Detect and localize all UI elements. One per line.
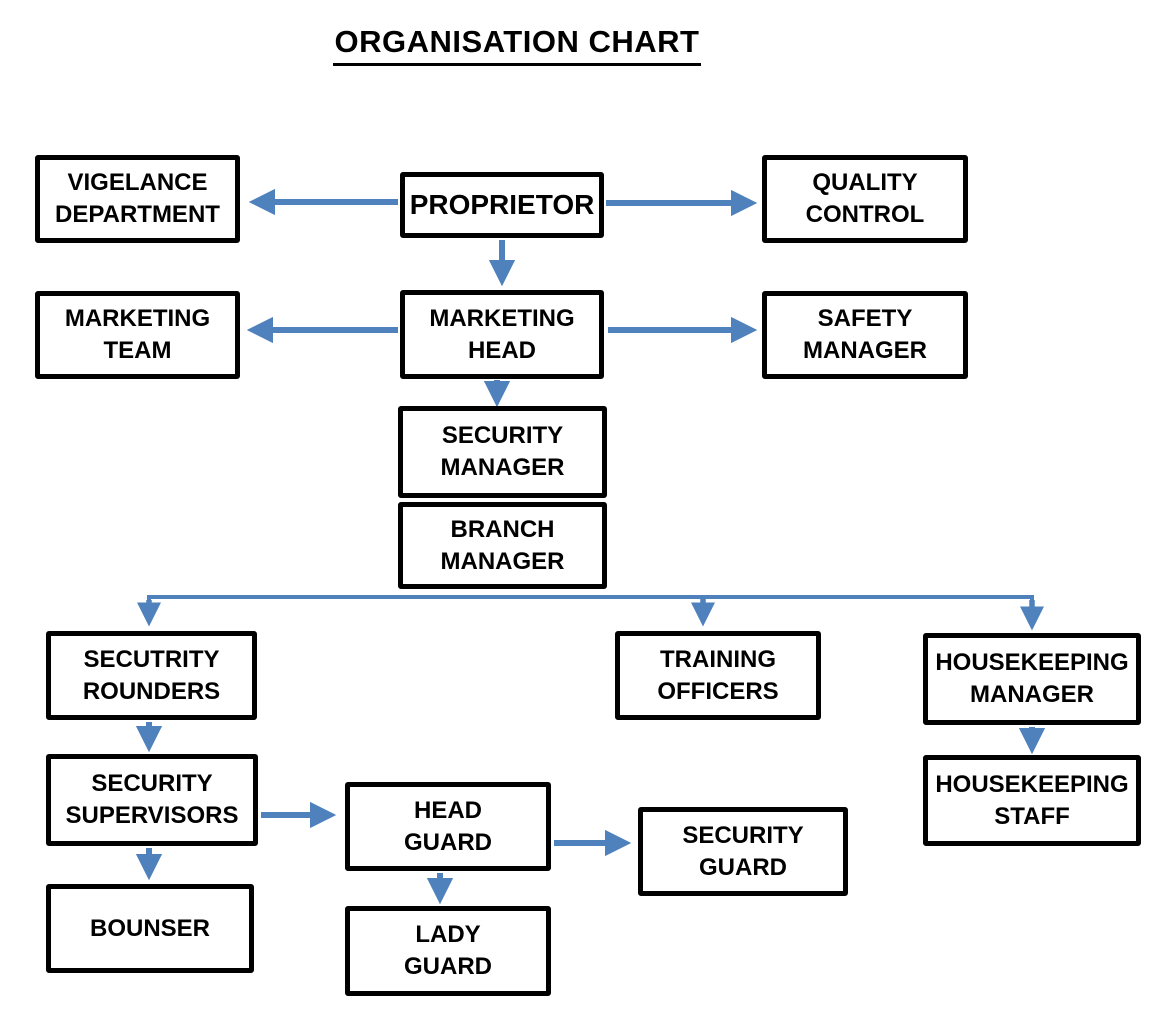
- chart-title-wrap: ORGANISATION CHART: [0, 24, 1034, 66]
- node-housekeeping-staff: HOUSEKEEPING STAFF: [923, 755, 1141, 846]
- node-proprietor: PROPRIETOR: [400, 172, 604, 238]
- node-secutrity-rounders: SECUTRITY ROUNDERS: [46, 631, 257, 720]
- node-quality-control: QUALITY CONTROL: [762, 155, 968, 243]
- node-head-guard: HEAD GUARD: [345, 782, 551, 871]
- node-housekeeping-manager: HOUSEKEEPING MANAGER: [923, 633, 1141, 725]
- node-security-supervisors: SECURITY SUPERVISORS: [46, 754, 258, 846]
- node-lady-guard: LADY GUARD: [345, 906, 551, 996]
- node-security-manager: SECURITY MANAGER: [398, 406, 607, 498]
- node-marketing-head: MARKETING HEAD: [400, 290, 604, 379]
- connector-branch-manager-span: [147, 595, 1034, 618]
- node-marketing-team: MARKETING TEAM: [35, 291, 240, 379]
- node-vigelance-department: VIGELANCE DEPARTMENT: [35, 155, 240, 243]
- node-bounser: BOUNSER: [46, 884, 254, 973]
- chart-title: ORGANISATION CHART: [332, 24, 702, 66]
- node-branch-manager: BRANCH MANAGER: [398, 502, 607, 589]
- node-safety-manager: SAFETY MANAGER: [762, 291, 968, 379]
- node-security-guard: SECURITY GUARD: [638, 807, 848, 896]
- node-training-officers: TRAINING OFFICERS: [615, 631, 821, 720]
